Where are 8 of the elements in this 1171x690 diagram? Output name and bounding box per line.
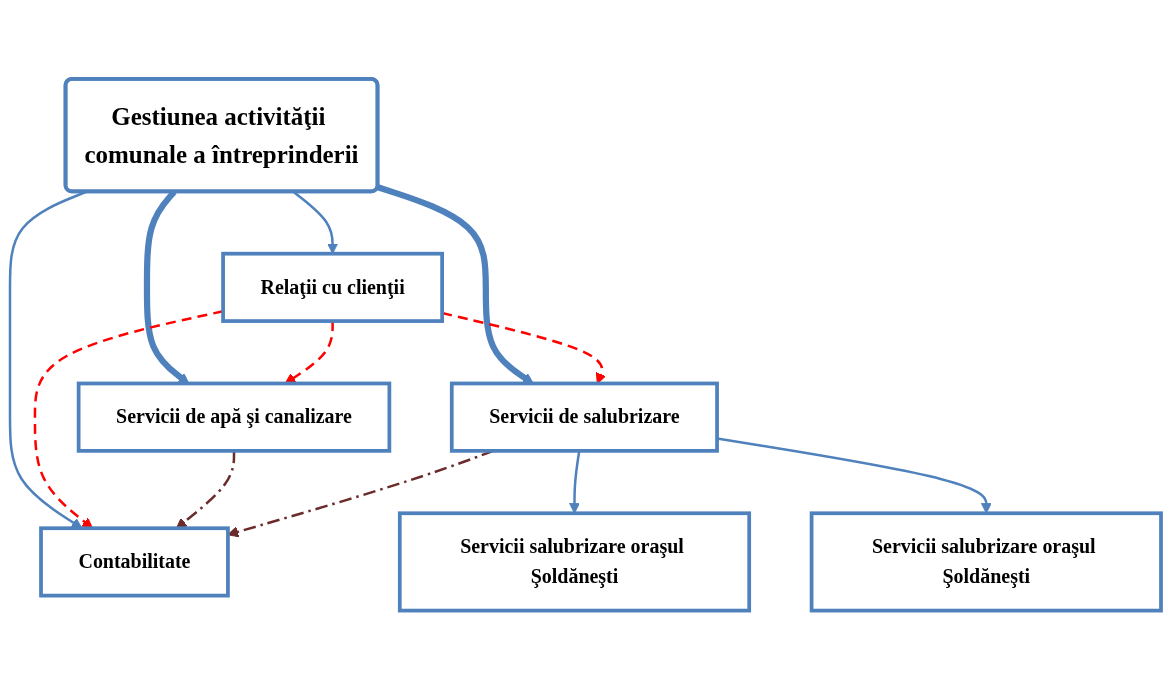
arrow: [175, 451, 236, 529]
node-box: Relaţii cu clienţii: [221, 252, 444, 324]
node-box: Servicii de apă şi canalizare: [76, 381, 392, 453]
node-box: Servicii salubrizare oraşul Şoldăneşti: [809, 511, 1163, 613]
node-box: Servicii salubrizare oraşul Şoldăneşti: [397, 511, 752, 613]
node-box: Contabilitate: [39, 526, 230, 598]
node-box: Servicii de salubrizare: [449, 381, 719, 453]
arrow: [376, 184, 534, 385]
